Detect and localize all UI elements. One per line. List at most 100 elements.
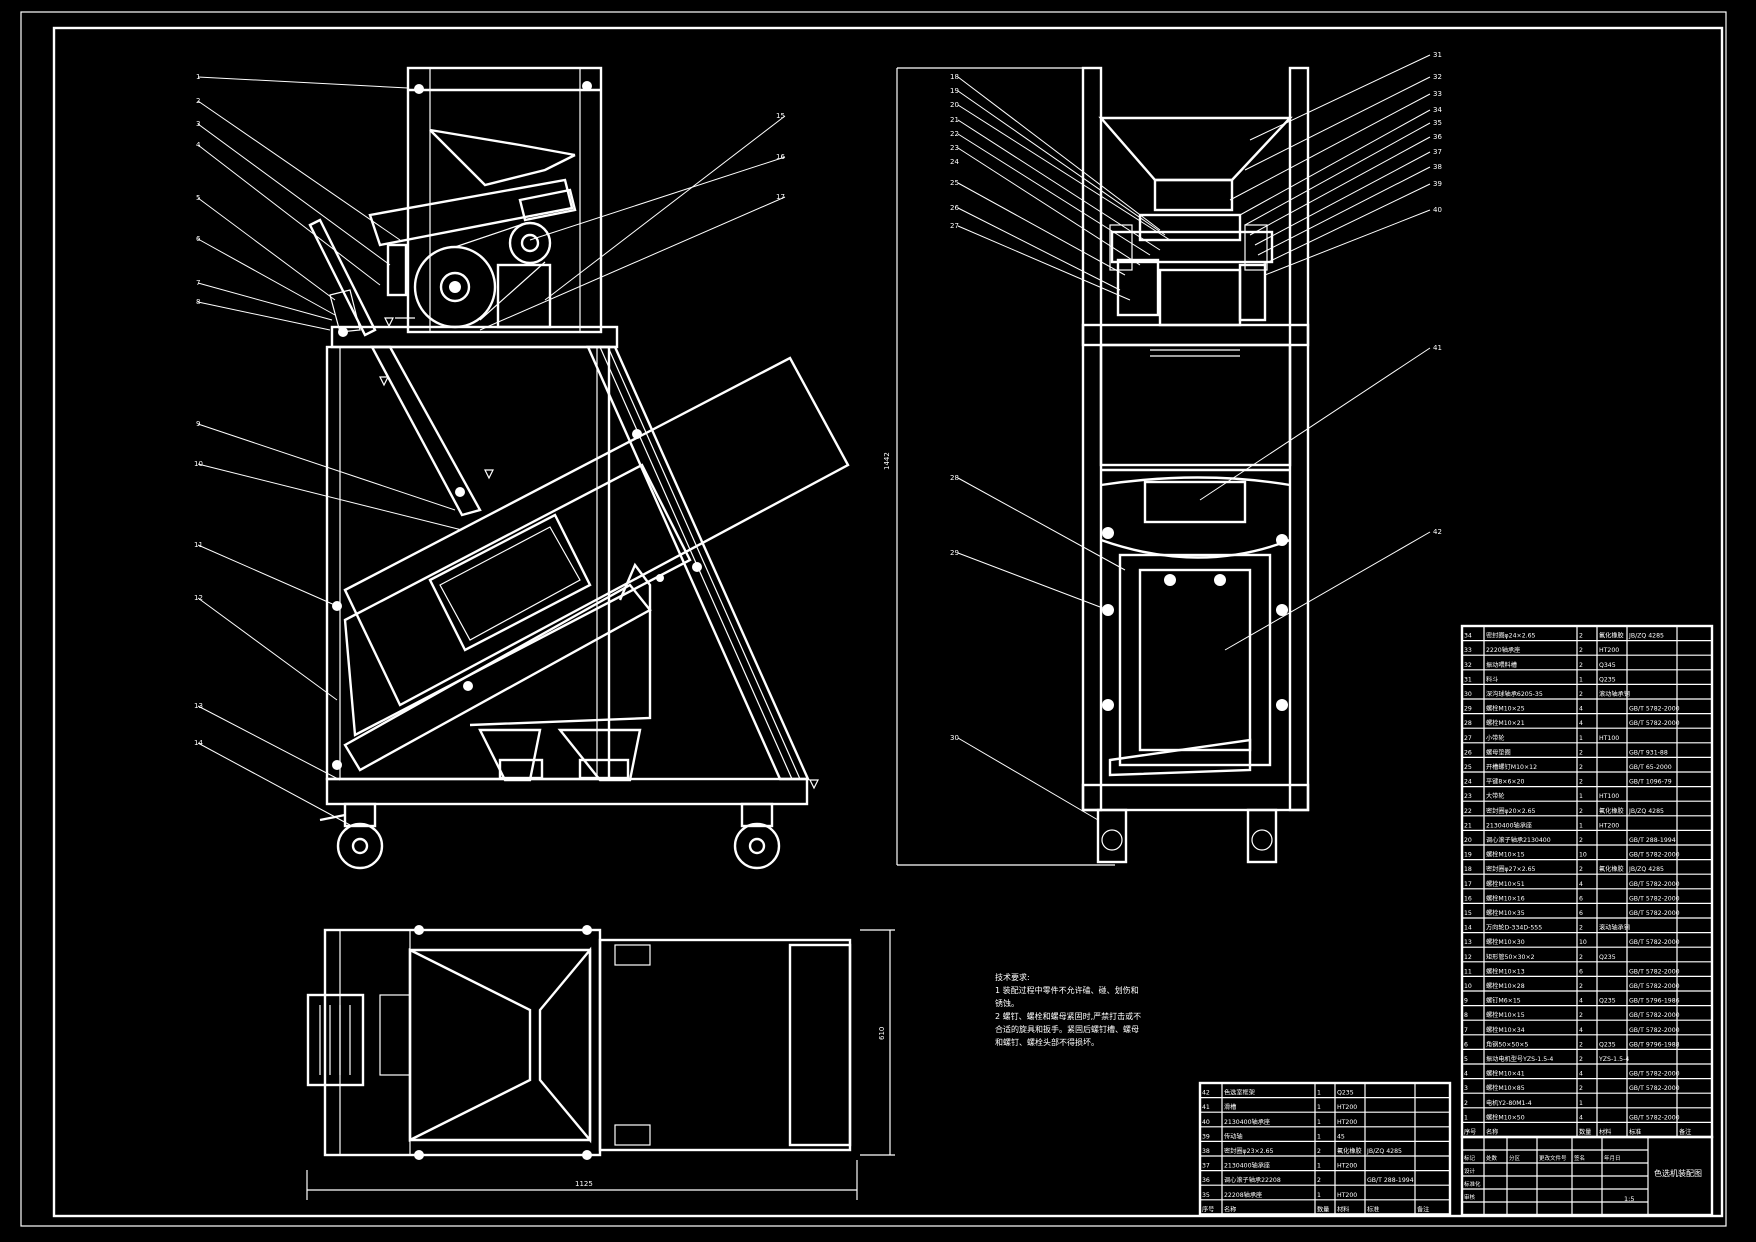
bom-right-cell: 9 <box>1464 998 1468 1005</box>
bom-right-cell: 27 <box>1464 735 1472 742</box>
bom-lower-cell: 41 <box>1202 1104 1210 1111</box>
bom-right-cell: HT200 <box>1599 647 1619 654</box>
bom-right-cell: HT100 <box>1599 793 1619 800</box>
bom-lower-cell: 2 <box>1317 1177 1321 1184</box>
bom-right-cell: 螺栓M10×25 <box>1486 705 1525 713</box>
bom-right-cell: Q235 <box>1599 954 1616 961</box>
bom-right-cell: 氟化橡胶 <box>1599 865 1624 873</box>
bom-right-cell: 密封圈φ20×2.65 <box>1486 807 1536 815</box>
balloon-12: 12 <box>194 594 203 602</box>
tech-line-3: 2 螺钉、螺栓和螺母紧固时,严禁打击或不 <box>995 1011 1141 1021</box>
balloon-28: 28 <box>950 474 959 482</box>
balloon-16: 16 <box>776 153 785 161</box>
bom-right-cell: 螺栓M10×13 <box>1486 967 1525 975</box>
bom-right-cell: 螺栓M10×41 <box>1486 1070 1525 1078</box>
balloon-29: 29 <box>950 549 959 557</box>
bom-right-cell: 1 <box>1579 735 1583 742</box>
bom-right-cell: 14 <box>1464 925 1472 932</box>
bom-right-cell: 7 <box>1464 1027 1468 1034</box>
bom-lower-cell: 42 <box>1202 1090 1210 1097</box>
bom-right-cell: 螺母垫圈 <box>1486 748 1511 756</box>
bom-right-cell: 2 <box>1579 954 1583 961</box>
bom-right-cell: 螺栓M10×85 <box>1486 1084 1525 1092</box>
bom-right-cell: 32 <box>1464 662 1472 669</box>
bom-right-cell: GB/T 931-88 <box>1629 749 1668 756</box>
balloon-20: 20 <box>950 101 959 109</box>
bom-right-cell: 振动电机型号YZS-1.5-4 <box>1486 1055 1553 1063</box>
bom-lower-cell: HT200 <box>1337 1192 1357 1199</box>
bom-lower-cell: 1 <box>1317 1119 1321 1126</box>
bom-right-cell: 螺钉M6×15 <box>1486 997 1521 1005</box>
bom-right-cell: 螺栓M10×51 <box>1486 880 1525 888</box>
bom-right-cell: JB/ZQ 4285 <box>1628 866 1664 873</box>
bom-right-cell: 备注 <box>1679 1128 1691 1136</box>
bom-right-cell: 2 <box>1464 1100 1468 1107</box>
outer-border <box>20 11 1727 1227</box>
balloon-27: 27 <box>950 222 959 230</box>
bom-right-cell: 15 <box>1464 910 1472 917</box>
bom-right-cell: GB/T 5796-1986 <box>1629 998 1680 1005</box>
bom-right-cell: GB/T 5782-2000 <box>1629 1085 1680 1092</box>
bom-right-cell: 4 <box>1464 1071 1468 1078</box>
bom-right-cell: 名称 <box>1486 1128 1498 1136</box>
bom-right-cell: 2 <box>1579 866 1583 873</box>
bom-right-cell: GB/T 5782-2000 <box>1629 1071 1680 1078</box>
bom-right-cell: Q235 <box>1599 676 1616 683</box>
balloon-26: 26 <box>950 204 959 212</box>
side-view: 1442 <box>883 66 1310 866</box>
bom-right-cell: 螺栓M10×15 <box>1486 851 1525 859</box>
balloon-23: 23 <box>950 144 959 152</box>
balloon-36: 36 <box>1433 133 1442 141</box>
bom-right-cell: 4 <box>1579 720 1583 727</box>
dim-depth: 610 <box>878 1027 886 1040</box>
top-view: 1125 610 <box>306 925 895 1200</box>
bom-right-cell: 2 <box>1579 662 1583 669</box>
bom-right-cell: 31 <box>1464 676 1472 683</box>
bom-right-cell: 螺栓M10×50 <box>1486 1113 1525 1121</box>
bom-lower-cell: 滑槽 <box>1224 1103 1236 1111</box>
bom-right-cell: 3 <box>1464 1085 1468 1092</box>
bom-right-cell: 4 <box>1579 1114 1583 1121</box>
bom-lower-cell: 36 <box>1202 1177 1210 1184</box>
bom-lower-cell: 1 <box>1317 1104 1321 1111</box>
bom-right-cell: 5 <box>1464 1056 1468 1063</box>
bom-right-cell: 序号 <box>1464 1128 1476 1136</box>
bom-right-cell: 13 <box>1464 939 1472 946</box>
balloon-18: 18 <box>950 73 959 81</box>
bom-right-cell: JB/ZQ 4285 <box>1628 808 1664 815</box>
balloon-13: 13 <box>194 702 203 710</box>
bom-lower-cell: 39 <box>1202 1133 1210 1140</box>
bom-right-cell: 33 <box>1464 647 1472 654</box>
bom-right-cell: 数量 <box>1579 1128 1591 1136</box>
bom-lower-cell: 2130400轴承座 <box>1224 1162 1270 1170</box>
title-block-label: 分区 <box>1509 1154 1521 1162</box>
bom-right-cell: 18 <box>1464 866 1472 873</box>
bom-right-cell: 螺栓M10×28 <box>1486 982 1525 990</box>
bom-lower-cell: 标准 <box>1367 1205 1379 1213</box>
balloon-9: 9 <box>196 420 200 428</box>
bom-right-cell: GB/T 5782-2000 <box>1629 968 1680 975</box>
bom-right-cell: GB/T 5782-2000 <box>1629 1027 1680 1034</box>
bom-right-cell: 34 <box>1464 633 1472 640</box>
bom-right-cell: 2 <box>1579 1056 1583 1063</box>
bom-right-cell: 1 <box>1579 822 1583 829</box>
bom-right-cell: 2 <box>1579 1041 1583 1048</box>
bom-lower-cell: 调心滚子轴承22208 <box>1224 1176 1281 1184</box>
bom-right-cell: 平键8×6×20 <box>1486 778 1525 786</box>
balloon-40: 40 <box>1433 206 1442 214</box>
balloon-39: 39 <box>1433 180 1442 188</box>
bom-right-cell: 矩形管50×30×2 <box>1486 953 1535 961</box>
bom-lower-cell: 传动轴 <box>1224 1132 1243 1140</box>
title-block-label: 标记 <box>1464 1154 1476 1162</box>
balloon-7: 7 <box>196 279 200 287</box>
bom-right-cell: 16 <box>1464 895 1472 902</box>
drawing-title: 色选机装配图 <box>1654 1168 1702 1178</box>
balloon-41: 41 <box>1433 344 1442 352</box>
balloon-6: 6 <box>196 235 201 243</box>
bom-right-cell: 23 <box>1464 793 1472 800</box>
title-block-label: 处数 <box>1486 1154 1498 1162</box>
bom-right-cell: YZS-1.5-4 <box>1598 1056 1629 1063</box>
